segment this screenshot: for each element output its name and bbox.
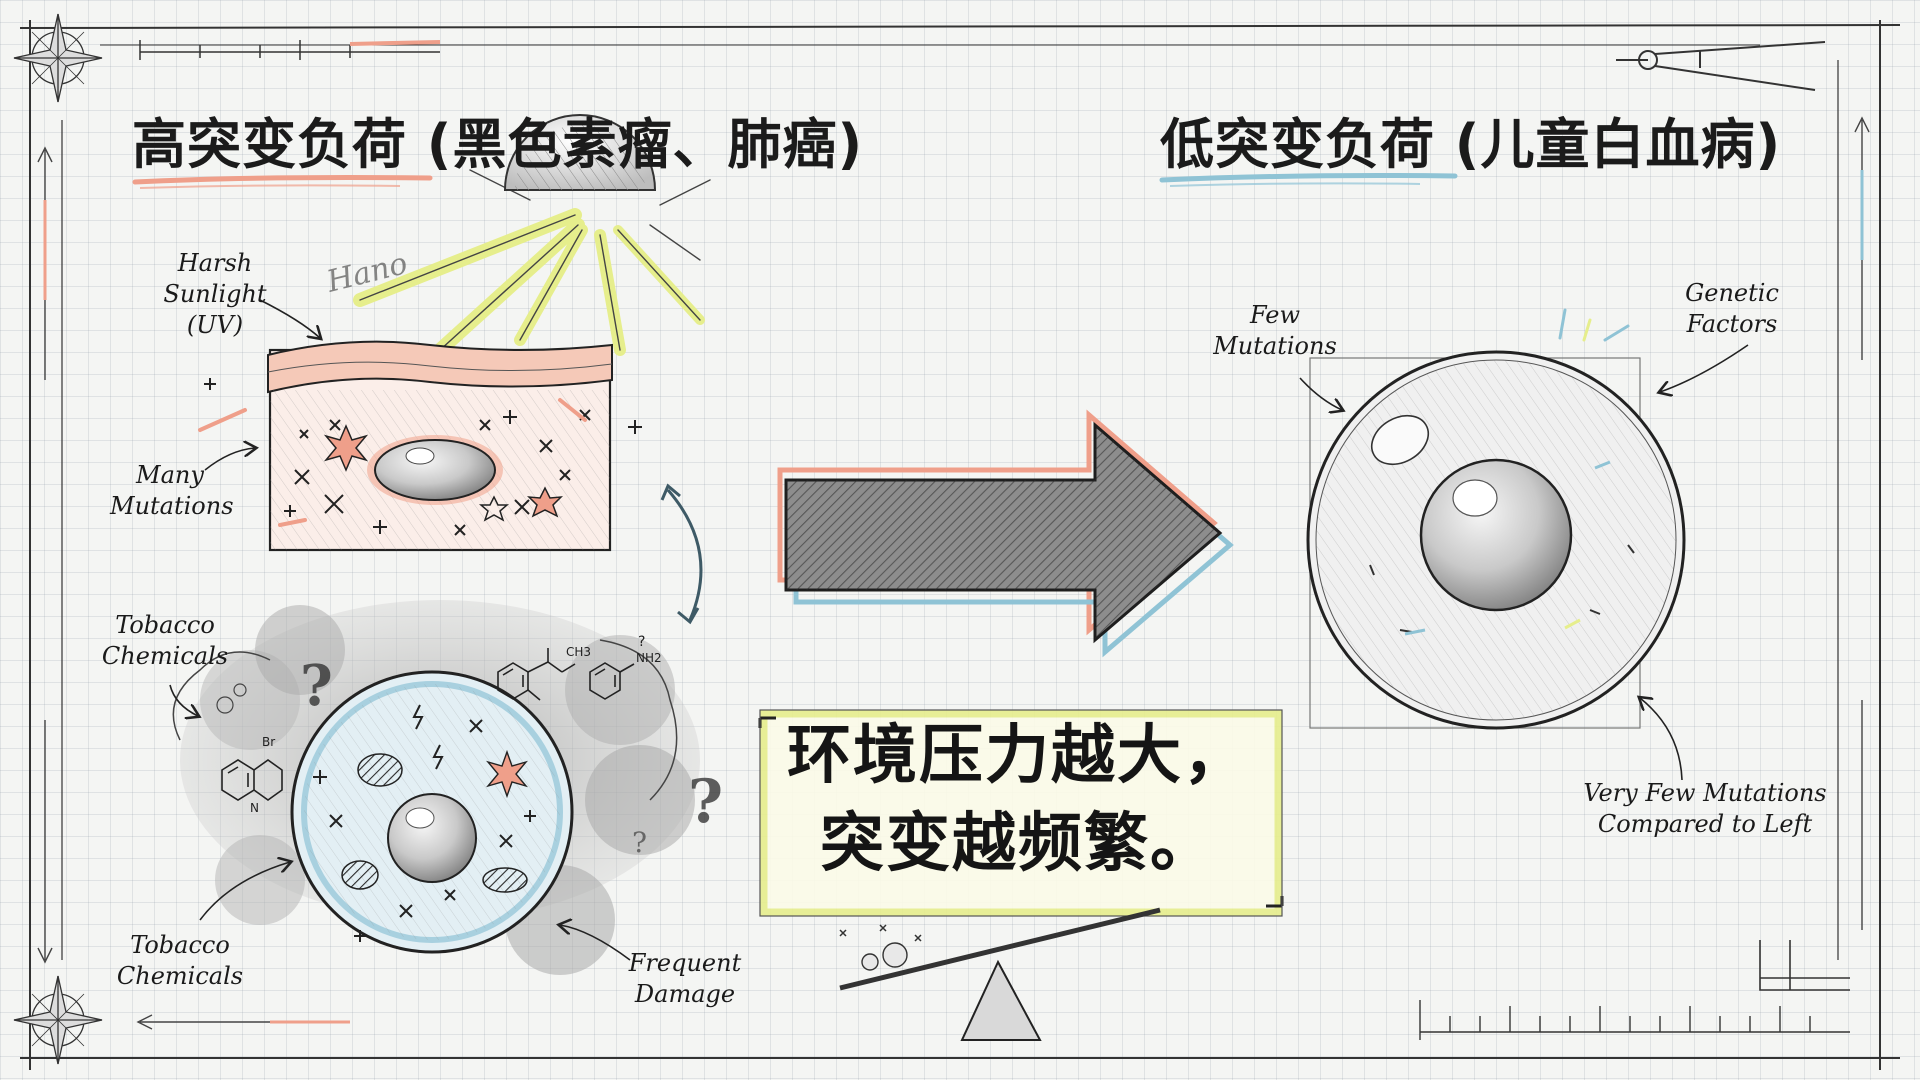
- left-heading: 高突变负荷 (黑色素瘤、肺癌): [132, 113, 864, 176]
- ruler-top: [139, 40, 440, 60]
- genetic-factor-sparks: [1558, 308, 1630, 342]
- sun-rays: [353, 169, 711, 357]
- very-few-pointer: [1640, 698, 1683, 781]
- nitrogen-label: N: [250, 801, 259, 815]
- amine-label: NH2: [636, 651, 662, 665]
- progression-arrow: [777, 409, 1234, 658]
- salmon-tissue-accents: [198, 398, 587, 527]
- corner-bracket: [1759, 940, 1850, 991]
- sun-icon: [503, 114, 657, 191]
- conclusion-line-2: 突变越频繁。: [820, 807, 1216, 881]
- many-mutations-pointer: [204, 448, 255, 471]
- frequent-damage-label: Frequent Damage: [628, 949, 742, 1009]
- frequent-damage-pointer: [560, 925, 631, 961]
- methyl-label: CH3: [566, 645, 591, 659]
- aniline-molecule-icon: [589, 662, 635, 700]
- drafting-compass-icon: [1616, 41, 1826, 91]
- smoke-cell: [290, 670, 574, 954]
- compass-rose-icon: [13, 975, 103, 1065]
- sunlight-label: Harsh Sunlight (UV): [163, 249, 267, 340]
- conclusion-line-1: 环境压力越大，: [787, 719, 1249, 793]
- question-mark-1: ?: [300, 653, 333, 719]
- skin-tissue-block: [267, 340, 613, 552]
- damage-stars: [323, 424, 563, 522]
- very-few-mutations-label: Very Few Mutations Compared to Left: [1583, 779, 1827, 839]
- ruler-bottom: [1419, 1000, 1850, 1040]
- right-heading-underline: [1159, 173, 1458, 183]
- salmon-accent-top: [349, 40, 441, 46]
- genetic-factors-label: Genetic Factors: [1685, 279, 1779, 339]
- ring-molecule-icon: [221, 759, 283, 801]
- question-mark-2: ?: [688, 767, 723, 837]
- question-mark-3: ?: [632, 826, 647, 859]
- tobacco-bottom-pointer: [199, 862, 290, 921]
- tobacco-top-label: Tobacco Chemicals: [101, 611, 229, 671]
- normal-cell: [1306, 350, 1686, 730]
- benzene-molecule-icon: [497, 648, 576, 701]
- few-mutations-pointer: [1299, 377, 1342, 410]
- smoke-cell-mutation-marks: [313, 704, 536, 942]
- compass-rose-icon: [13, 13, 103, 103]
- conclusion-text: 环境压力越大， 突变越频繁。: [758, 712, 1278, 912]
- right-heading: 低突变负荷 (儿童白血病): [1160, 113, 1782, 176]
- tobacco-bottom-label: Tobacco Chemicals: [116, 931, 244, 991]
- bromo-label: Br: [262, 735, 275, 749]
- few-mutations-label: Few Mutations: [1213, 301, 1337, 361]
- left-heading-underline: [132, 175, 433, 185]
- tobacco-top-pointer: [169, 684, 198, 716]
- many-mutations-label: Many Mutations: [110, 461, 234, 521]
- genetic-factors-pointer: [1660, 344, 1749, 392]
- linking-arrow: [666, 489, 703, 621]
- sunlight-pointer: [259, 299, 320, 338]
- question-mark-4: ?: [638, 634, 645, 650]
- conclusion-frame: [758, 709, 1284, 917]
- balance-scale-icon: [839, 907, 1161, 1041]
